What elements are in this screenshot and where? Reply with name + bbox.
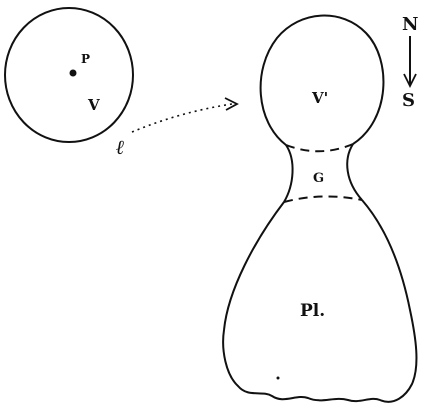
neck-bottom-boundary bbox=[284, 196, 362, 202]
circle-v bbox=[5, 8, 133, 142]
point-p-dot bbox=[70, 70, 77, 77]
label-v: V bbox=[87, 96, 100, 114]
body-speck bbox=[277, 377, 280, 380]
neck-right-outline bbox=[347, 144, 362, 200]
label-v-prime: V' bbox=[311, 89, 328, 107]
head-v-prime-outline bbox=[261, 16, 384, 145]
dotted-arrow bbox=[132, 104, 232, 132]
label-pl: Pl. bbox=[300, 301, 325, 321]
label-g: G bbox=[313, 171, 324, 186]
label-north: N bbox=[402, 14, 418, 35]
label-south: S bbox=[402, 90, 415, 111]
neck-top-boundary bbox=[286, 144, 353, 151]
label-p: P bbox=[81, 52, 90, 66]
neck-left-outline bbox=[284, 145, 293, 202]
label-l: ℓ bbox=[116, 135, 125, 159]
